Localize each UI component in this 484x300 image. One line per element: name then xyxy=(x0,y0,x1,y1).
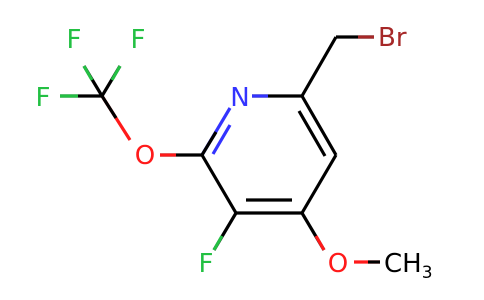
bond-c2-c3 xyxy=(200,154,238,214)
atom-o-ocf3: O xyxy=(135,141,155,171)
atom-f-top-right: F xyxy=(131,25,146,55)
bond-c6-c5-inner xyxy=(297,110,327,157)
bond-cf3-f-top-right-halo xyxy=(110,65,122,81)
bond-c6-c5 xyxy=(300,95,338,156)
bond-c3-f-halo xyxy=(212,235,224,251)
bond-n-c2-inner xyxy=(211,124,232,155)
atom-f-ring: F xyxy=(199,249,214,279)
bond-c4-o-halo xyxy=(314,235,326,251)
atom-f-left: F xyxy=(36,83,51,113)
bond-n-c2-lower xyxy=(200,131,218,156)
atom-f-top-left: F xyxy=(67,25,82,55)
bond-c5-c4 xyxy=(300,154,338,214)
atom-br: Br xyxy=(378,23,407,53)
bond-c6-ch2 xyxy=(300,36,338,97)
bond-cf3-f-top-left-halo xyxy=(82,65,94,81)
atom-ch3-main: CH xyxy=(384,249,422,279)
atom-o-methoxy: O xyxy=(328,249,348,279)
atom-ch3: CH3 xyxy=(384,249,433,283)
atom-n: N xyxy=(230,83,249,113)
atom-labels: Br N O F F F F O CH3 xyxy=(36,23,433,283)
atom-ch3-subscript: 3 xyxy=(422,263,433,283)
bonds xyxy=(60,35,380,264)
bond-o-cf3-c xyxy=(100,95,118,119)
